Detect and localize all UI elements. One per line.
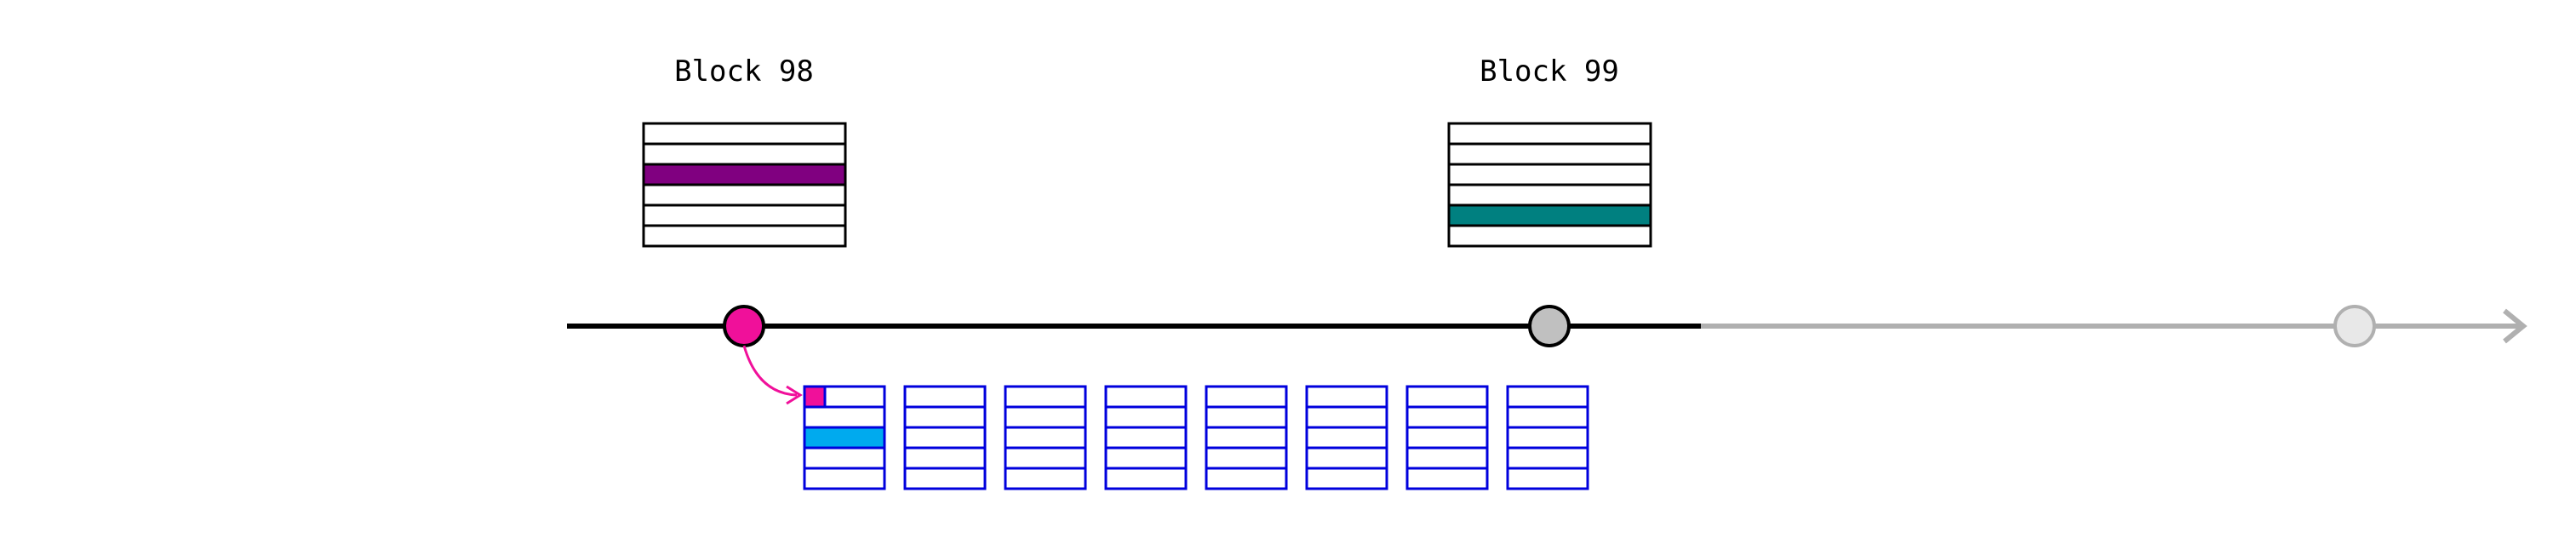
buffer-grid [1004,385,1087,490]
buffer-row [803,446,886,470]
buffer-row [1104,467,1188,490]
block-row-highlighted [1447,203,1652,227]
timeline-node-block-99 [1528,305,1571,347]
buffer-row [1305,467,1388,490]
buffer-row [1205,467,1288,490]
buffer-grid [1506,385,1589,490]
buffer-grid [1104,385,1188,490]
block-row-highlighted [642,163,847,186]
buffer-grid [1305,385,1388,490]
buffer-grids [803,385,1589,490]
buffer-row [1506,385,1589,409]
block-row [642,183,847,207]
block-row [1447,122,1652,146]
block-row [642,224,847,248]
block-row [1447,163,1652,186]
buffer-row [1506,405,1589,429]
block-98-title: Block 98 [674,54,814,89]
buffer-row [1506,467,1589,490]
block-row [1447,224,1652,248]
buffer-row [1004,426,1087,450]
buffer-row [1205,446,1288,470]
buffer-row [1004,405,1087,429]
buffer-row [1104,385,1188,409]
buffer-row [1104,405,1188,429]
buffer-grid [1205,385,1288,490]
block-99-title: Block 99 [1480,54,1619,89]
buffer-row [903,405,987,429]
block-98-rows [642,122,847,248]
link-arrowhead [786,385,803,405]
buffer-row [903,446,987,470]
buffer-row [903,385,987,409]
block-row [642,122,847,146]
buffer-row [1104,426,1188,450]
link-arrow-curve [742,345,798,397]
buffer-row [1405,467,1489,490]
buffer-grid [903,385,987,490]
buffer-row [1205,405,1288,429]
buffer-row [1405,446,1489,470]
buffer-row [1205,385,1288,409]
buffer-row [1305,426,1388,450]
buffer-row-highlighted [803,426,886,450]
block-row [642,203,847,227]
buffer-row [1506,426,1589,450]
buffer-row [1405,426,1489,450]
buffer-row [903,426,987,450]
block-row [1447,142,1652,166]
buffer-row [803,405,886,429]
buffer-row [903,467,987,490]
block-98: Block 98 [642,54,847,248]
block-row [1447,183,1652,207]
buffer-corner-marker [803,385,827,409]
block-99-rows [1447,122,1652,248]
buffer-row [1405,405,1489,429]
buffer-row [803,467,886,490]
buffer-row [1305,405,1388,429]
buffer-row [1004,467,1087,490]
timeline-arrowhead [2503,308,2527,344]
timeline [567,305,2527,347]
buffer-row [1405,385,1489,409]
buffer-row [1305,446,1388,470]
timeline-node-future [2333,305,2376,347]
link-arrow [742,345,803,405]
buffer-row [1205,426,1288,450]
buffer-grid [1405,385,1489,490]
buffer-row [1004,385,1087,409]
buffer-row [1104,446,1188,470]
block-99: Block 99 [1447,54,1652,248]
block-row [642,142,847,166]
buffer-row [1506,446,1589,470]
timeline-node-block-98 [723,305,765,347]
buffer-row [1004,446,1087,470]
buffer-row [1305,385,1388,409]
buffer-grid [803,385,886,490]
